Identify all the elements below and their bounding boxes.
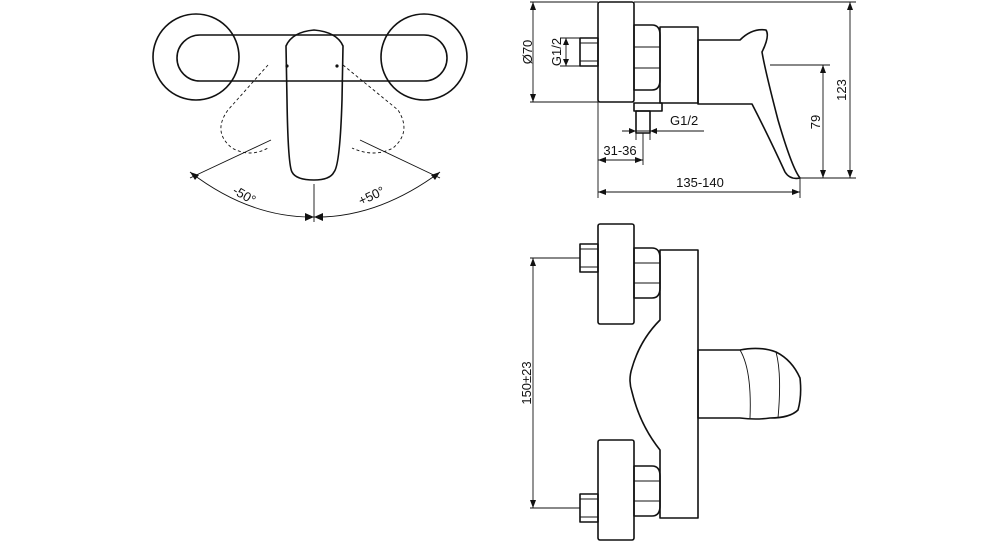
arrow <box>635 157 643 163</box>
label-total-depth: 135-140 <box>676 175 724 190</box>
label-eccentric: 31-36 <box>603 143 636 158</box>
label-height-outlet: 79 <box>808 115 823 129</box>
side-lever <box>697 28 801 180</box>
handle-screw-right <box>335 64 339 68</box>
right-cover <box>380 13 468 101</box>
handle-screw-left <box>285 64 289 68</box>
side-inlet-pipe <box>579 37 599 67</box>
arrow-arc-left <box>190 172 199 180</box>
arrow <box>598 189 606 195</box>
front-pipe-top <box>579 243 599 273</box>
handle-left-position <box>220 64 269 154</box>
arrow <box>847 170 853 178</box>
arrow-arc-center-l <box>305 213 314 221</box>
arrow <box>820 65 826 73</box>
side-view: Ø70 G1/2 G1/2 31-36 135-140 79 <box>520 1 856 198</box>
arrow <box>563 38 569 45</box>
arrow <box>629 128 636 134</box>
side-cover-plate <box>597 1 635 103</box>
front-pipe-bottom <box>579 493 599 523</box>
arrow <box>598 157 606 163</box>
front-cover-bottom <box>597 439 635 541</box>
front-view: 150±23 <box>519 223 802 541</box>
arrow-arc-right <box>431 172 440 180</box>
mixer-body <box>176 34 448 82</box>
label-diameter: Ø70 <box>520 40 535 65</box>
label-height-total: 123 <box>834 79 849 101</box>
side-outlet-pipe <box>635 110 651 134</box>
arrow <box>530 94 536 102</box>
front-nut-bottom <box>633 465 661 517</box>
front-body <box>629 249 699 519</box>
top-view: -50° +50° <box>152 13 468 222</box>
arrow <box>530 500 536 508</box>
label-outlet-thread: G1/2 <box>670 113 698 128</box>
lever-edge <box>775 351 781 419</box>
front-lever <box>697 347 802 420</box>
lever-edge <box>739 349 751 419</box>
label-inlet-thread: G1/2 <box>549 38 564 66</box>
side-outlet <box>633 102 663 112</box>
arrow <box>650 128 657 134</box>
left-cover <box>152 13 240 101</box>
side-nut <box>633 24 661 91</box>
rotation-arc <box>189 171 441 218</box>
arrow <box>530 2 536 10</box>
side-body <box>659 26 699 104</box>
arrow <box>792 189 800 195</box>
front-nut-top <box>633 247 661 299</box>
lever-handle <box>285 29 344 181</box>
label-center-distance: 150±23 <box>519 361 534 404</box>
arrow <box>530 258 536 266</box>
front-cover-top <box>597 223 635 325</box>
angle-ext-left <box>189 139 272 179</box>
arrow <box>820 170 826 178</box>
arrow-arc-center-r <box>314 213 323 221</box>
arrow <box>847 2 853 10</box>
angle-ext-right <box>359 139 441 179</box>
handle-right-position <box>342 64 405 154</box>
arrow <box>563 59 569 66</box>
